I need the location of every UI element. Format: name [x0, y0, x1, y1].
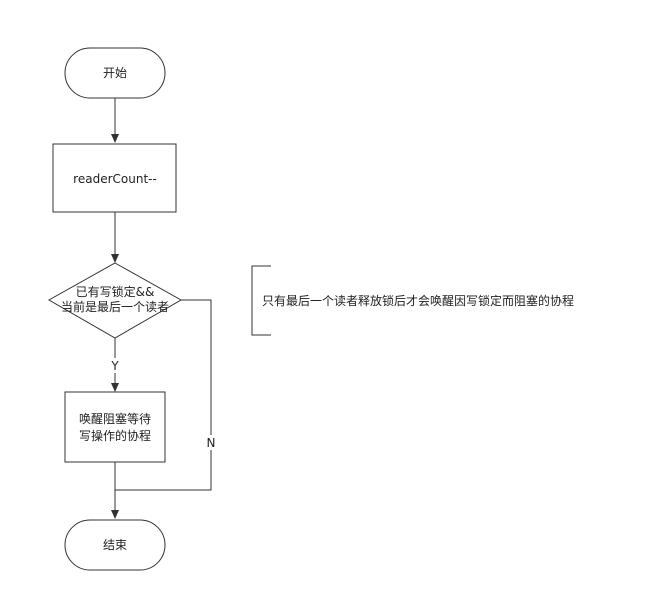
edge-decrement-to-condition	[111, 212, 119, 263]
condition-node-label-line2: 当前是最后一个读者	[61, 299, 169, 314]
end-node-label: 结束	[103, 538, 127, 552]
arrow-head	[111, 134, 119, 143]
wake-writer-node-shape	[64, 391, 166, 463]
decrement-node-label: readerCount--	[73, 172, 157, 186]
edge-wake-to-end	[111, 462, 119, 519]
wake-writer-node[interactable]: 唤醒阻塞等待 写操作的协程	[64, 391, 166, 463]
annotation-bracket	[251, 265, 271, 336]
annotation-text: 只有最后一个读者释放锁后才会唤醒因写锁定而阻塞的协程	[262, 293, 574, 308]
wake-writer-node-label-line1: 唤醒阻塞等待	[79, 411, 151, 426]
edge-start-to-decrement	[111, 98, 119, 143]
edge-condition-yes: Y	[110, 338, 119, 392]
wake-writer-node-label-line2: 写操作的协程	[79, 428, 151, 443]
decrement-node[interactable]: readerCount--	[52, 143, 177, 213]
condition-node-label-line1: 已有写锁定&&	[76, 284, 155, 299]
annotation[interactable]: 只有最后一个读者释放锁后才会唤醒因写锁定而阻塞的协程	[251, 265, 574, 336]
condition-node[interactable]: 已有写锁定&& 当前是最后一个读者	[47, 262, 183, 339]
arrow-head	[111, 510, 119, 519]
arrow-head	[111, 254, 119, 263]
end-node-shape	[64, 519, 166, 571]
no-label: N	[207, 436, 216, 450]
edge-condition-no: N	[115, 299, 216, 491]
yes-label: Y	[110, 359, 119, 373]
end-node[interactable]: 结束	[64, 519, 166, 571]
arrow-head	[111, 383, 119, 392]
start-node[interactable]: 开始	[64, 47, 166, 99]
start-node-label: 开始	[103, 66, 127, 80]
decrement-node-shape	[52, 143, 177, 213]
